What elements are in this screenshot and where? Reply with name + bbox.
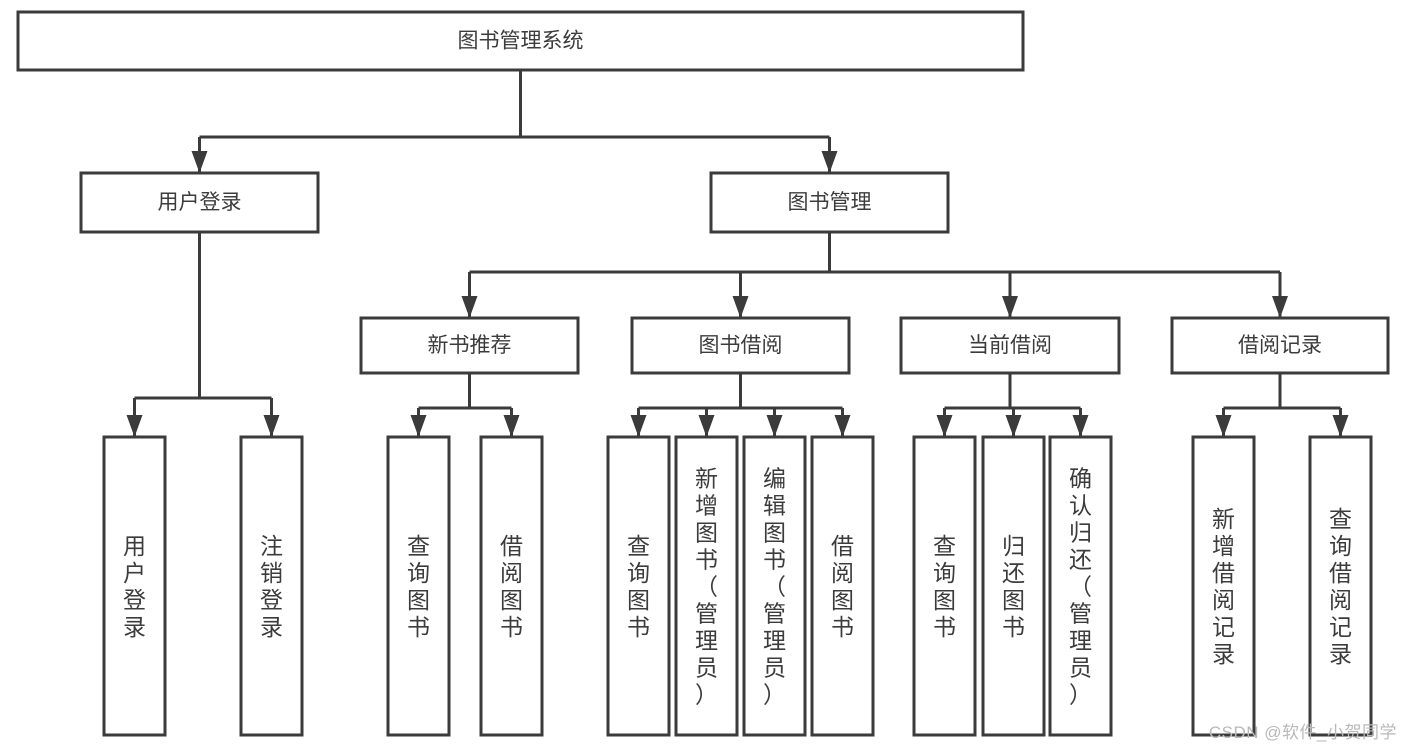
node-box[interactable] [709, 171, 950, 234]
connector-lines [126, 70, 1349, 437]
node-label: 借阅图书 [500, 533, 523, 640]
arrowhead-icon [821, 151, 838, 173]
node-box[interactable] [1308, 435, 1373, 737]
arrowhead-icon [1215, 415, 1232, 437]
node-leaf-return-book[interactable]: 归还图书 [981, 435, 1046, 737]
node-box[interactable] [79, 171, 320, 234]
node-label: 图书管理 [788, 191, 872, 214]
arrowhead-icon [936, 415, 953, 437]
node-leaf-logout[interactable]: 注销登录 [239, 435, 304, 737]
node-box[interactable] [810, 435, 875, 737]
node-box[interactable] [630, 316, 851, 375]
node-label: 编辑图书（管理员） [763, 466, 786, 708]
node-boxes: 图书管理系统用户登录图书管理新书推荐图书借阅当前借阅借阅记录用户登录注销登录查询… [16, 10, 1390, 737]
node-leaf-add-book[interactable]: 新增图书（管理员） [674, 435, 739, 737]
node-box[interactable] [479, 435, 544, 737]
node-box[interactable] [1048, 435, 1113, 737]
node-label: 新增图书（管理员） [695, 466, 718, 708]
arrowhead-icon [732, 296, 749, 318]
node-box[interactable] [899, 316, 1121, 375]
node-box[interactable] [1191, 435, 1256, 737]
node-borrow-record[interactable]: 借阅记录 [1170, 316, 1390, 375]
node-label: 用户登录 [123, 533, 146, 640]
node-label: 查询图书 [407, 533, 430, 640]
node-box[interactable] [239, 435, 304, 737]
arrowhead-icon [126, 415, 143, 437]
arrowhead-icon [1272, 296, 1288, 318]
node-label: 图书借阅 [699, 334, 783, 357]
node-leaf-user-login[interactable]: 用户登录 [102, 435, 167, 737]
node-label: 借阅图书 [831, 533, 854, 640]
node-book-borrow[interactable]: 图书借阅 [630, 316, 851, 375]
node-label: 新增借阅记录 [1212, 506, 1235, 667]
node-label: 图书管理系统 [458, 30, 584, 53]
node-book-manage[interactable]: 图书管理 [709, 171, 950, 234]
node-box[interactable] [981, 435, 1046, 737]
node-box[interactable] [102, 435, 167, 737]
arrowhead-icon [263, 415, 280, 437]
node-label: 注销登录 [260, 533, 283, 640]
arrowhead-icon [503, 415, 520, 437]
node-label: 新书推荐 [428, 334, 512, 357]
arrowhead-icon [1072, 415, 1089, 437]
node-label: 归还图书 [1002, 533, 1025, 640]
node-box[interactable] [359, 316, 580, 375]
arrowhead-icon [410, 415, 427, 437]
node-label: 确认归还（管理员） [1069, 466, 1092, 708]
node-box[interactable] [386, 435, 451, 737]
node-user-login[interactable]: 用户登录 [79, 171, 320, 234]
node-leaf-confirm-return[interactable]: 确认归还（管理员） [1048, 435, 1113, 737]
node-box[interactable] [674, 435, 739, 737]
node-box[interactable] [1170, 316, 1390, 375]
node-label: 查询图书 [933, 533, 956, 640]
node-new-book-rec[interactable]: 新书推荐 [359, 316, 580, 375]
node-root[interactable]: 图书管理系统 [16, 10, 1025, 72]
node-box[interactable] [16, 10, 1025, 72]
arrowhead-icon [698, 415, 715, 437]
node-label: 当前借阅 [968, 334, 1052, 357]
node-leaf-add-record[interactable]: 新增借阅记录 [1191, 435, 1256, 737]
arrowhead-icon [461, 296, 478, 318]
node-label: 用户登录 [158, 191, 242, 214]
node-leaf-query-record[interactable]: 查询借阅记录 [1308, 435, 1373, 737]
node-leaf-query-book-1[interactable]: 查询图书 [386, 435, 451, 737]
node-current-borrow[interactable]: 当前借阅 [899, 316, 1121, 375]
node-label: 查询借阅记录 [1329, 506, 1352, 667]
node-label: 查询图书 [627, 533, 650, 640]
node-box[interactable] [742, 435, 807, 737]
arrowhead-icon [1332, 415, 1349, 437]
arrowhead-icon [834, 415, 851, 437]
node-box[interactable] [912, 435, 977, 737]
node-leaf-edit-book[interactable]: 编辑图书（管理员） [742, 435, 807, 737]
arrowhead-icon [1005, 415, 1022, 437]
arrowhead-icon [766, 415, 783, 437]
node-box[interactable] [606, 435, 671, 737]
node-label: 借阅记录 [1238, 334, 1322, 357]
node-leaf-borrow-book-1[interactable]: 借阅图书 [479, 435, 544, 737]
arrowhead-icon [1002, 296, 1018, 318]
watermark-text: CSDN @软件_小贺同学 [1208, 723, 1397, 742]
arrowhead-icon [191, 151, 208, 173]
node-leaf-query-book-3[interactable]: 查询图书 [912, 435, 977, 737]
node-leaf-borrow-book-2[interactable]: 借阅图书 [810, 435, 875, 737]
node-leaf-query-book-2[interactable]: 查询图书 [606, 435, 671, 737]
arrowhead-icon [630, 415, 647, 437]
